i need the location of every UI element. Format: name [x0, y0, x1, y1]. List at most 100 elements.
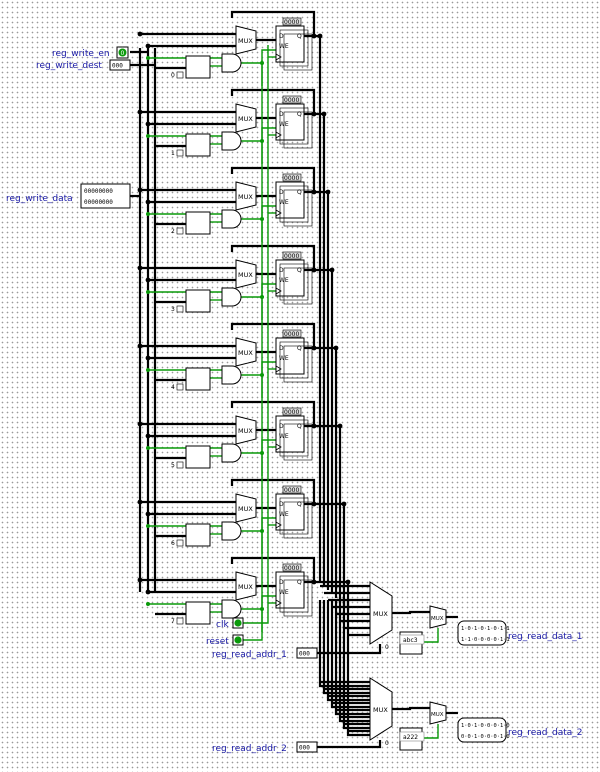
svg-text:D: D	[279, 345, 284, 352]
svg-text:Q: Q	[297, 423, 302, 430]
reg-write-en-pin[interactable]: reg_write_en 0	[52, 46, 129, 59]
comparator-2	[185, 211, 211, 235]
reg-read-data-2-value-lo: 0·0·1·0·0·0·1·0	[461, 734, 510, 740]
reg-write-data-value-lo: 00000000	[84, 199, 113, 206]
svg-text:MUX: MUX	[238, 193, 253, 201]
reg-read-addr-1-label: reg_read_addr_1	[212, 650, 287, 660]
svg-text:Q: Q	[297, 267, 302, 274]
svg-text:MUX: MUX	[373, 706, 388, 714]
reg-read-addr-1-pin[interactable]: reg_read_addr_1 000	[212, 647, 318, 660]
comparator-5	[185, 445, 211, 469]
svg-text:0000: 0000	[284, 253, 299, 260]
reg-read-data-2-pin[interactable]: 1·0·1·0·0·0·1·0 0·0·1·0·0·0·1·0 reg_read…	[457, 717, 583, 743]
svg-text:MUX: MUX	[238, 115, 253, 123]
decoder-index-2: 2	[171, 228, 175, 235]
reg-read-data-1-label: reg_read_data_1	[508, 632, 583, 642]
reg-read-addr-2-pin[interactable]: reg_read_addr_2 000	[212, 741, 318, 754]
svg-text:0: 0	[385, 644, 389, 651]
svg-text:D: D	[279, 579, 284, 586]
register-1	[275, 103, 305, 141]
register-7	[275, 571, 305, 609]
reg-write-en-label: reg_write_en	[52, 49, 110, 59]
comparator-4	[185, 367, 211, 391]
svg-text:0: 0	[385, 740, 389, 747]
write-mux-6	[235, 493, 257, 523]
svg-text:MUX: MUX	[238, 427, 253, 435]
svg-text:D: D	[279, 423, 284, 430]
svg-text:abc3: abc3	[403, 637, 418, 644]
comparator-1	[185, 133, 211, 157]
reg-write-data-pin[interactable]: reg_write_data 00000000 00000000	[6, 183, 131, 209]
svg-text:MUX: MUX	[431, 616, 444, 622]
comparator-7	[185, 601, 211, 625]
svg-text:a222: a222	[403, 734, 418, 741]
register-3	[275, 259, 305, 297]
svg-text:0000: 0000	[284, 19, 299, 26]
svg-text:D: D	[279, 111, 284, 118]
and-gate-3	[221, 287, 242, 307]
reg-write-dest-value: 000	[112, 63, 123, 70]
probe-a222: a222	[399, 731, 425, 742]
reg-read-addr-1-value: 000	[299, 651, 310, 658]
reg-read-data-1-pin[interactable]: 1·0·1·0·1·0·1·1 1·1·0·0·0·0·1·1 reg_read…	[457, 620, 583, 646]
register-5	[275, 415, 305, 453]
reg-read-data-1-value-lo: 1·1·0·0·0·0·1·1	[461, 637, 510, 643]
write-mux-4	[235, 337, 257, 367]
register-6	[275, 493, 305, 531]
svg-text:0000: 0000	[284, 97, 299, 104]
decoder-index-0: 0	[171, 72, 175, 79]
reg-read-addr-2-value: 000	[299, 745, 310, 752]
svg-text:MUX: MUX	[238, 271, 253, 279]
svg-text:MUX: MUX	[238, 37, 253, 45]
bus-wires	[130, 10, 458, 749]
reg-write-data-label: reg_write_data	[6, 194, 73, 204]
svg-text:MUX: MUX	[238, 505, 253, 513]
svg-text:Q: Q	[297, 111, 302, 118]
and-gate-7	[221, 599, 242, 619]
svg-text:MUX: MUX	[431, 712, 444, 718]
reg-write-en-value: 0	[121, 50, 125, 57]
svg-text:Q: Q	[297, 189, 302, 196]
clk-pin[interactable]: clk	[216, 617, 244, 630]
svg-text:D: D	[279, 33, 284, 40]
and-gate-0	[221, 53, 242, 73]
reg-read-data-2-value-hi: 1·0·1·0·0·0·1·0	[461, 723, 510, 729]
reset-pin[interactable]: reset	[206, 634, 244, 647]
svg-text:Q: Q	[297, 579, 302, 586]
decoder-index-4: 4	[171, 384, 175, 391]
svg-text:MUX: MUX	[373, 610, 388, 618]
write-mux-7	[235, 571, 257, 601]
probe-abc3: abc3	[399, 634, 425, 645]
clk-label: clk	[216, 620, 229, 630]
write-mux-5	[235, 415, 257, 445]
reg-write-dest-label: reg_write_dest	[36, 61, 102, 71]
svg-text:0000: 0000	[284, 409, 299, 416]
reg-write-dest-pin[interactable]: reg_write_dest 000	[36, 59, 131, 71]
svg-text:MUX: MUX	[238, 583, 253, 591]
register-0	[275, 25, 305, 63]
svg-text:Q: Q	[297, 33, 302, 40]
svg-text:D: D	[279, 501, 284, 508]
and-gate-6	[221, 521, 242, 541]
svg-text:0000: 0000	[284, 331, 299, 338]
svg-text:D: D	[279, 189, 284, 196]
control-wires	[148, 45, 439, 739]
decoder-index-7: 7	[171, 618, 175, 625]
write-mux-1	[235, 103, 257, 133]
register-2	[275, 181, 305, 219]
write-mux-0	[235, 25, 257, 55]
reg-read-data-1-value-hi: 1·0·1·0·1·0·1·1	[461, 626, 510, 632]
and-gate-4	[221, 365, 242, 385]
svg-text:Q: Q	[297, 501, 302, 508]
decoder-index-5: 5	[171, 462, 175, 469]
and-gate-5	[221, 443, 242, 463]
